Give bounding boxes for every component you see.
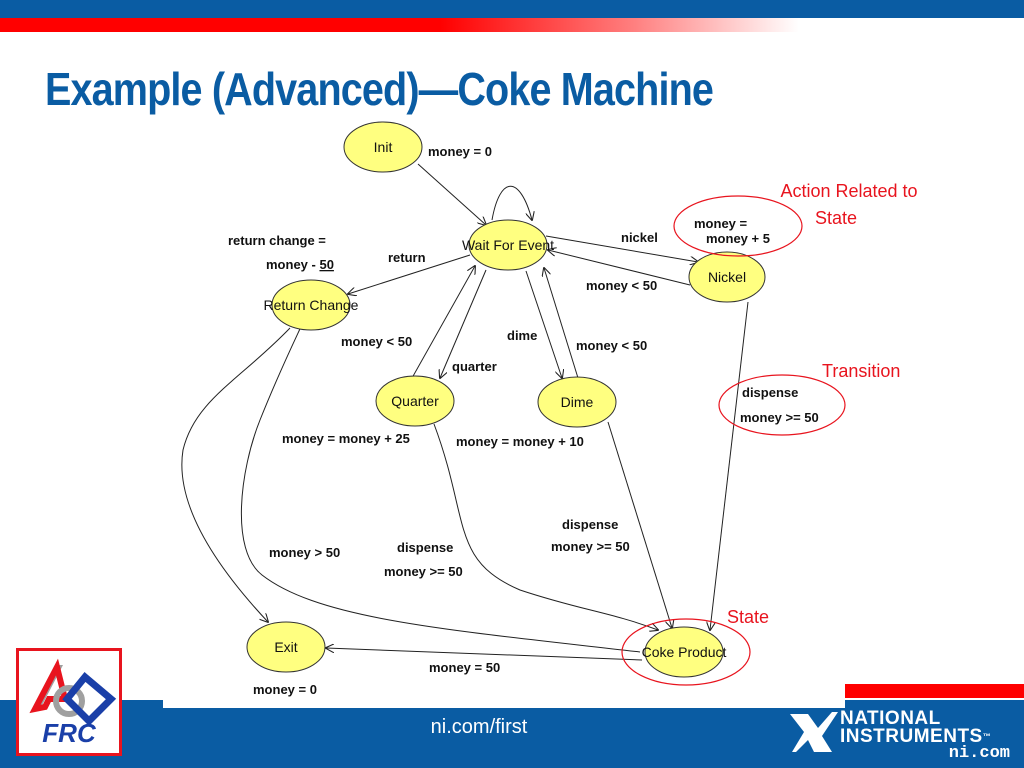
action-exit: money = 0 (253, 682, 317, 697)
edge-nickel-wait (548, 250, 691, 286)
state-label-init: Init (374, 139, 393, 155)
edge-init-wait (417, 163, 486, 225)
ni-logo-web: ni.com (948, 744, 1010, 763)
label-quarter: quarter (452, 359, 497, 374)
label-dime: dime (507, 328, 537, 343)
edge-dime-coke (607, 421, 672, 628)
state-label-exit: Exit (274, 639, 297, 655)
annotation-circle-action (673, 195, 803, 257)
state-label-return-change: Return Change (264, 297, 359, 313)
edge-quarter-wait (411, 266, 475, 379)
state-label-quarter: Quarter (391, 393, 439, 409)
action-init: money = 0 (428, 144, 492, 159)
annotation-state: State (727, 607, 769, 627)
state-init (343, 121, 423, 173)
label-nickel-dispense-2: money >= 50 (740, 410, 819, 425)
action-dime: money = money + 10 (456, 434, 584, 449)
edge-wait-quarter (440, 269, 487, 378)
label-coke-to-exit: money = 50 (429, 660, 500, 675)
frc-logo-text: FRC (42, 718, 96, 748)
state-coke-product (644, 626, 724, 678)
state-label-wait: Wait For Event (462, 237, 554, 253)
action-quarter: money = money + 25 (282, 431, 410, 446)
label-dime-dispense-2: money >= 50 (551, 539, 630, 554)
state-exit (246, 621, 326, 673)
edge-wait-dime (525, 270, 562, 378)
frc-logo-icon (29, 658, 117, 726)
label-coke-to-return: money > 50 (269, 545, 340, 560)
annotation-circle-transition (718, 374, 846, 436)
state-nickel (688, 251, 766, 303)
edge-wait-self (491, 186, 532, 220)
footer-url: ni.com/first (430, 716, 528, 738)
state-label-nickel: Nickel (708, 269, 746, 285)
label-quarter-dispense-2: money >= 50 (384, 564, 463, 579)
footer-red-stripe (845, 684, 1024, 698)
header-red-stripe (0, 18, 1024, 32)
edge-coke-return (240, 318, 641, 653)
slide-title: Example (Advanced)—Coke Machine (45, 63, 714, 115)
label-dime-dispense-1: dispense (562, 517, 618, 532)
edge-dime-wait (544, 268, 579, 379)
label-nickel-dispense-1: dispense (742, 385, 798, 400)
ni-logo: NATIONAL INSTRUMENTS™ ni.com (788, 708, 1018, 766)
label-nickel: nickel (621, 230, 658, 245)
edge-return-exit (181, 327, 291, 622)
label-return: return (388, 250, 426, 265)
annotation-transition: Transition (822, 361, 900, 381)
action-nickel-2: money + 5 (706, 231, 770, 246)
edge-quarter-coke (433, 423, 658, 630)
action-nickel-1: money = (694, 216, 748, 231)
ni-logo-name: NATIONAL INSTRUMENTS™ (840, 708, 992, 747)
state-label-coke: Coke Product (642, 644, 727, 660)
edge-nickel-coke (710, 301, 749, 630)
label-quarter-back: money < 50 (341, 334, 412, 349)
label-nickel-back: money < 50 (586, 278, 657, 293)
edge-wait-nickel (545, 235, 698, 262)
edge-wait-return (348, 254, 471, 294)
annotation-action-line2: State (815, 208, 857, 228)
state-label-dime: Dime (561, 394, 594, 410)
ni-eagle-icon (790, 712, 838, 752)
footer-band (163, 708, 845, 768)
footer-right-band (845, 700, 1024, 768)
label-quarter-dispense-1: dispense (397, 540, 453, 555)
action-return-change-2: money - 50 (266, 257, 334, 272)
edge-coke-exit (326, 648, 643, 661)
annotation-action-line1: Action Related to (780, 181, 917, 201)
state-dime (537, 376, 617, 428)
state-quarter (375, 375, 455, 427)
annotation-circle-state (621, 618, 751, 686)
action-return-change-1: return change = (228, 233, 326, 248)
frc-logo: FRC (16, 648, 122, 756)
header-blue-bar (0, 0, 1024, 18)
label-dime-back: money < 50 (576, 338, 647, 353)
state-wait-for-event (468, 219, 548, 271)
state-return-change (271, 279, 351, 331)
